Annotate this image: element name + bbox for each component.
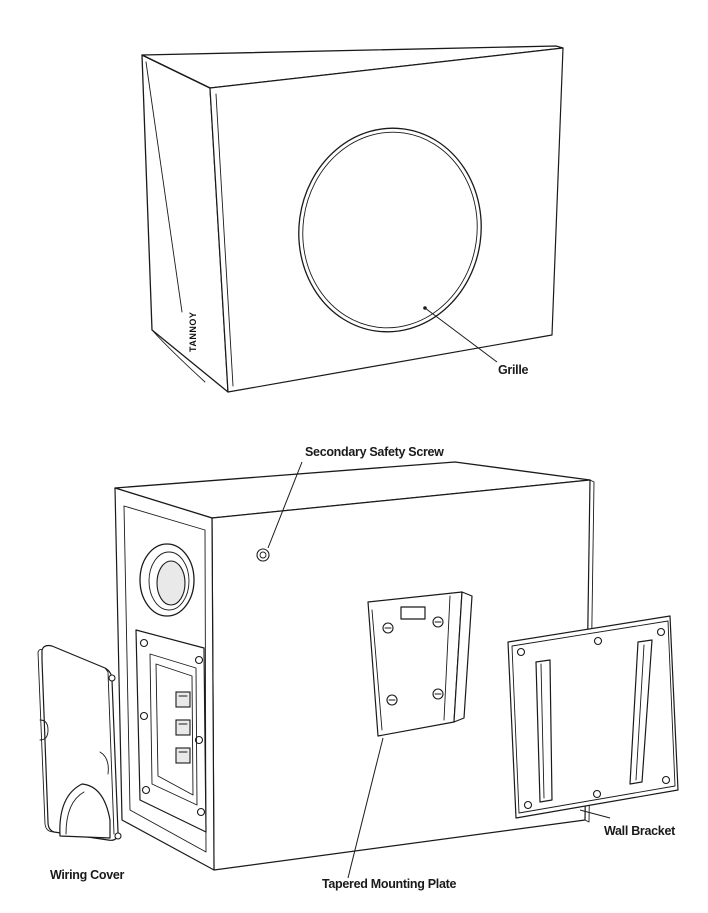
wiring-cover: [37, 644, 122, 841]
label-wiring-cover: Wiring Cover: [50, 868, 125, 882]
terminal-post-3: [175, 747, 191, 764]
grille: [298, 127, 482, 333]
brand-mark: TANNOY: [188, 312, 198, 352]
wall-bracket: [507, 615, 679, 819]
terminal-post-1: [175, 691, 191, 708]
speaker-rear-view: Secondary Safety Screw Tapered Mounting …: [37, 445, 679, 891]
label-secondary-safety-screw: Secondary Safety Screw: [305, 445, 444, 459]
tapered-mounting-plate: [347, 591, 473, 879]
label-tapered-mounting-plate: Tapered Mounting Plate: [322, 877, 456, 891]
label-grille: Grille: [498, 363, 529, 377]
secondary-safety-screw: [256, 548, 270, 562]
bass-port: [139, 543, 195, 617]
terminal-post-2: [175, 719, 191, 736]
terminal-plate: [135, 629, 207, 833]
label-wall-bracket: Wall Bracket: [604, 824, 676, 838]
speaker-front-view: TANNOY Grille: [141, 45, 564, 393]
